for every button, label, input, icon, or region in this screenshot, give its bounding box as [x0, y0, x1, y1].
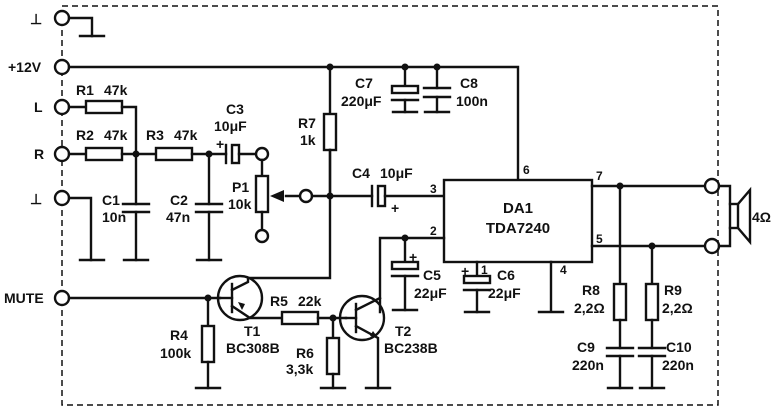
c3-value: 10μF [214, 118, 247, 134]
c2-value: 47n [166, 209, 190, 225]
r9-value: 2,2Ω [662, 300, 693, 316]
t2-value: BC238B [384, 340, 438, 356]
r2-value: 47k [104, 127, 128, 143]
r8-value: 2,2Ω [574, 300, 605, 316]
capacitor-c8 [422, 63, 452, 114]
c3-plus-sign: + [216, 136, 224, 152]
pin-4-label: 4 [560, 263, 567, 277]
t2-ref: T2 [395, 323, 412, 339]
c2-ref: C2 [170, 192, 188, 208]
pin-7-label: 7 [596, 169, 603, 183]
port-right-label: R [34, 146, 44, 162]
pin-6-label: 6 [523, 163, 530, 177]
c8-ref: C8 [460, 75, 478, 91]
resistor-r5 [280, 310, 348, 326]
c4-plus-sign: + [391, 200, 399, 216]
resistor-r4 [194, 294, 222, 390]
r8-ref: R8 [582, 282, 600, 298]
r1-value: 47k [104, 82, 128, 98]
ic-da1 [442, 178, 594, 264]
r6-value: 3,3k [286, 361, 313, 377]
resistor-r6 [319, 316, 347, 390]
port-gnd-mid-label: ⊥ [30, 191, 42, 207]
c4-ref: C4 [352, 165, 370, 181]
pin2-net [378, 236, 446, 314]
pin-5-label: 5 [596, 232, 603, 246]
port-mute-label: MUTE [4, 290, 44, 306]
capacitor-c5 [390, 236, 420, 312]
port-left-label: L [34, 99, 43, 115]
capacitor-c1 [121, 152, 151, 262]
r5-value: 22k [298, 293, 322, 309]
pin-1-label: 1 [481, 263, 488, 277]
capacitor-c10 [637, 346, 667, 390]
c7-value: 220μF [341, 93, 382, 109]
capacitor-c2 [194, 152, 224, 262]
r7-ref: R7 [298, 115, 316, 131]
c6-ref: C6 [497, 267, 515, 283]
r1-ref: R1 [76, 82, 94, 98]
c8-value: 100n [456, 93, 488, 109]
terminal-gnd-top [53, 9, 106, 38]
terminal-vcc [53, 58, 71, 76]
speaker-impedance-label: 4Ω [752, 209, 771, 225]
pin-3-label: 3 [430, 182, 437, 196]
transistor-t2 [338, 294, 392, 390]
r4-value: 100k [160, 345, 191, 361]
speaker-terminal-top [703, 177, 721, 195]
pin4-ground [537, 260, 565, 314]
c5-ref: C5 [423, 267, 441, 283]
resistor-r9 [644, 244, 660, 350]
terminal-gnd-mid [53, 189, 106, 262]
terminal-mute [53, 289, 222, 307]
t1-value: BC308B [226, 340, 280, 356]
p1-value: 10k [228, 196, 252, 212]
resistor-r8 [612, 184, 628, 350]
r7-value: 1k [300, 132, 316, 148]
speaker-icon [717, 184, 752, 248]
c9-value: 220n [572, 357, 604, 373]
c10-value: 220n [662, 357, 694, 373]
ic-part-label: TDA7240 [486, 220, 550, 237]
r5-ref: R5 [270, 293, 288, 309]
vcc-rail [67, 65, 520, 182]
resistor-r2 [67, 146, 158, 162]
p1-ref: P1 [232, 179, 249, 195]
terminal-right-input [53, 145, 71, 163]
speaker-terminal-bottom [703, 237, 721, 255]
c4-value: 10μF [380, 165, 413, 181]
c6-plus-sign: + [461, 263, 469, 279]
enclosure-border [61, 5, 719, 406]
r9-ref: R9 [664, 282, 682, 298]
potentiometer-p1 [254, 146, 302, 244]
r2-ref: R2 [76, 127, 94, 143]
pin-2-label: 2 [430, 224, 437, 238]
c1-ref: C1 [102, 192, 120, 208]
transistor-t1 [216, 148, 332, 322]
t1-ref: T1 [244, 323, 261, 339]
wiper-terminal [298, 188, 374, 204]
c7-ref: C7 [355, 75, 373, 91]
capacitor-c6 [462, 260, 492, 314]
ic-ref-label: DA1 [503, 200, 533, 217]
resistor-r1 [67, 99, 138, 156]
c5-value: 22μF [414, 285, 447, 301]
r3-value: 47k [174, 127, 198, 143]
port-vcc-label: +12V [8, 59, 42, 75]
r4-ref: R4 [170, 327, 188, 343]
capacitor-c4 [370, 184, 446, 208]
terminal-left-input [53, 98, 71, 116]
c1-value: 10n [102, 209, 126, 225]
capacitor-c9 [605, 346, 635, 390]
c5-plus-sign: + [409, 249, 417, 265]
c9-ref: C9 [577, 339, 595, 355]
port-gnd-top-label: ⊥ [30, 11, 42, 27]
r6-ref: R6 [296, 345, 314, 361]
r3-ref: R3 [146, 127, 164, 143]
c10-ref: C10 [666, 339, 692, 355]
c6-value: 22μF [488, 285, 521, 301]
c3-ref: C3 [226, 101, 244, 117]
capacitor-c7 [390, 63, 420, 114]
